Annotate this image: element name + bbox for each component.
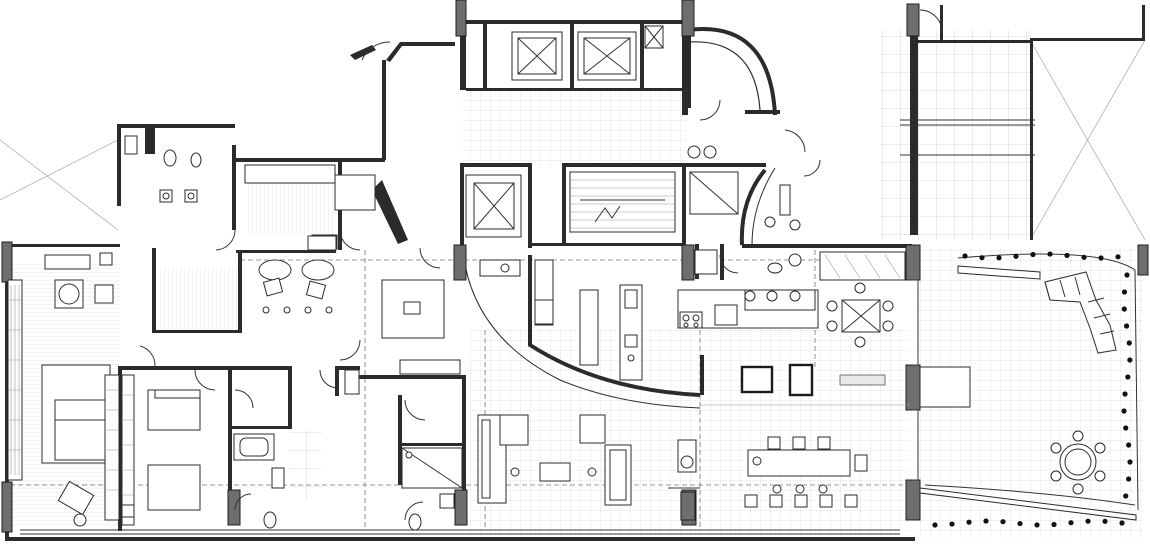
plant-17 — [1122, 391, 1128, 397]
plant-1 — [979, 255, 985, 261]
planter-row — [932, 251, 1133, 528]
plant-4 — [1030, 251, 1036, 258]
plant-25 — [949, 521, 955, 527]
plant-10 — [1124, 272, 1130, 278]
plant-19 — [1123, 425, 1129, 431]
master-bedroom — [41, 252, 120, 527]
north-terrace-area — [880, 30, 1030, 240]
plant-0 — [962, 253, 968, 259]
plant-11 — [1121, 289, 1128, 295]
door-swings — [139, 9, 943, 521]
plant-2 — [996, 255, 1002, 261]
plant-33 — [1085, 518, 1091, 524]
plant-3 — [1013, 253, 1019, 259]
plant-13 — [1123, 323, 1130, 329]
plant-20 — [1126, 442, 1132, 448]
breakfast-table — [819, 251, 971, 408]
elevators — [465, 25, 739, 238]
plant-9 — [1115, 254, 1121, 260]
plant-22 — [1126, 476, 1132, 482]
plant-14 — [1126, 340, 1132, 346]
north-area — [307, 119, 1035, 395]
plant-23 — [1123, 493, 1129, 499]
plant-32 — [1068, 520, 1074, 526]
plant-5 — [1047, 251, 1053, 257]
plant-6 — [1064, 252, 1070, 259]
plant-28 — [1000, 519, 1006, 525]
plant-8 — [1098, 255, 1104, 261]
floor-finishes — [10, 30, 1143, 538]
plant-24 — [932, 522, 938, 528]
plant-31 — [1051, 521, 1057, 528]
plant-15 — [1127, 357, 1133, 363]
bedroom-wood-floor — [160, 268, 238, 330]
terrace — [919, 251, 1139, 528]
plant-27 — [983, 518, 989, 524]
plant-34 — [1102, 518, 1108, 524]
plant-26 — [966, 519, 972, 525]
plant-18 — [1121, 408, 1127, 414]
living-dining — [477, 414, 868, 521]
bedroom-two — [121, 374, 201, 526]
staircase — [569, 171, 676, 233]
sanitary-fixtures — [124, 135, 802, 531]
plant-35 — [1119, 520, 1125, 526]
bath-grid — [290, 430, 322, 500]
study-wood-floor — [245, 175, 335, 235]
kitchen — [534, 259, 910, 406]
windows — [7, 279, 919, 535]
plant-7 — [1081, 254, 1087, 260]
plant-30 — [1034, 522, 1040, 528]
plant-21 — [1127, 459, 1133, 465]
plant-29 — [1017, 520, 1023, 527]
corridor-tiles — [462, 88, 687, 166]
plant-12 — [1121, 306, 1127, 312]
plant-16 — [1125, 374, 1131, 380]
